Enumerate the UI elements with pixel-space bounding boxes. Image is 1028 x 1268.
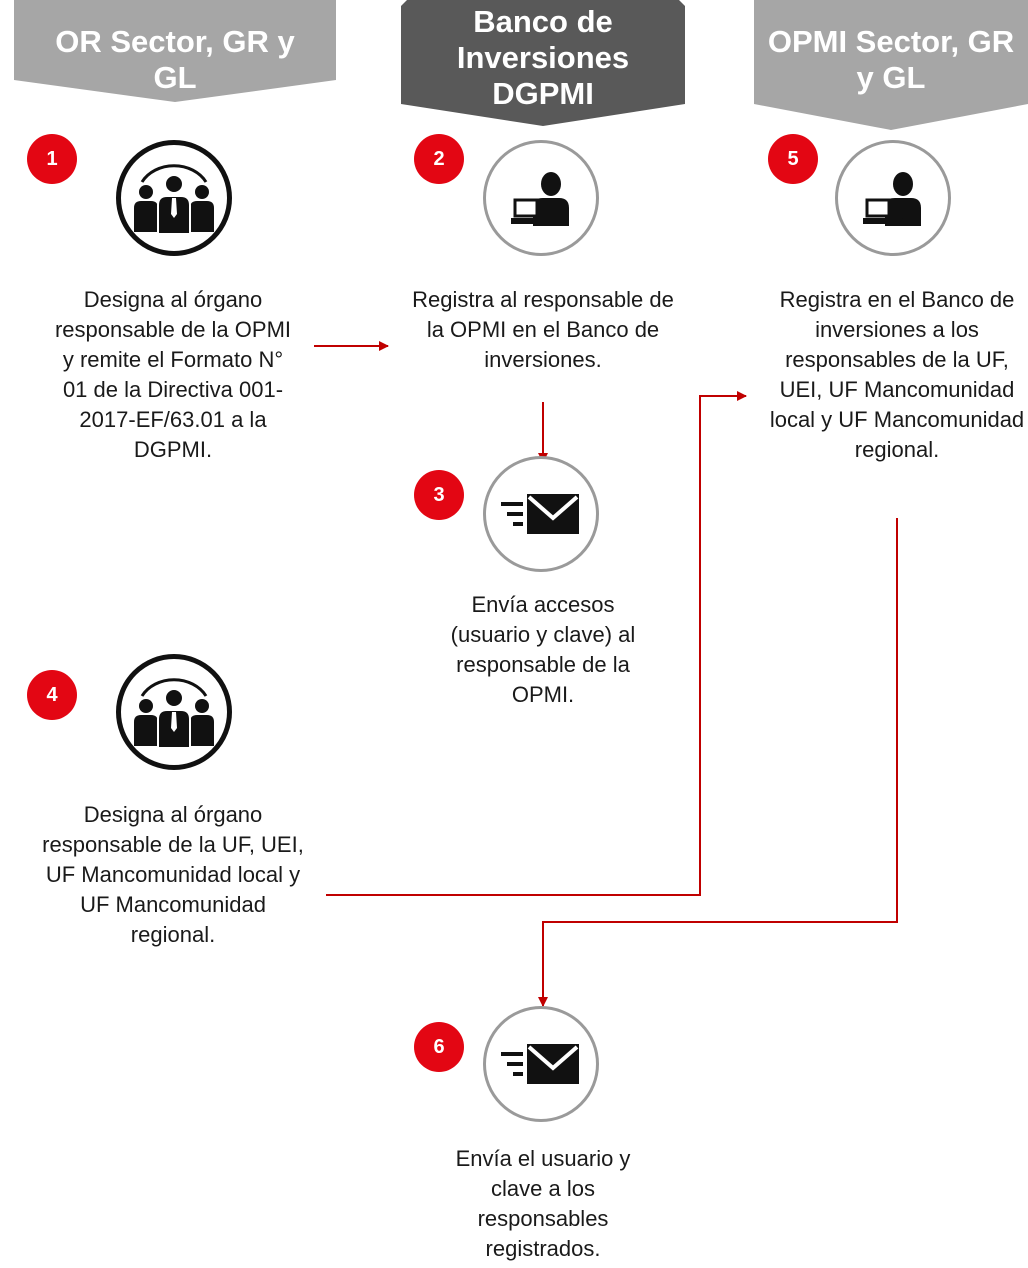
step1-number-badge: 1 [27,134,77,184]
step5-description: Registra en el Banco de inversiones a lo… [769,287,1025,462]
step1-icon-circle [116,140,232,256]
step2-icon-circle [483,140,599,256]
step3-icon-circle [483,456,599,572]
step4-icon-circle [116,654,232,770]
send-mail-icon [501,1044,579,1084]
arrow-step5-to-step6 [538,518,898,1007]
column-header-or-sector: OR Sector, GR y GL [14,0,336,102]
step6-icon-circle [483,1006,599,1122]
column-title: OPMI Sector, GR y GL [767,24,1015,95]
column-header-opmi-sector: OPMI Sector, GR y GL [754,0,1028,130]
send-mail-icon [501,494,579,534]
step1-description: Designa al órgano responsable de la OPMI… [54,287,292,462]
column-title: OR Sector, GR y GL [55,24,295,95]
step4-number-badge: 4 [27,670,77,720]
step5-icon-circle [835,140,951,256]
step3-description: Envía accesos (usuario y clave) al respo… [450,592,636,707]
header-chevron-shape [401,0,685,126]
column-title: Banco de Inversiones DGPMI [456,4,630,111]
group-people-icon [134,678,214,748]
header-chevron-shape [754,0,1028,130]
arrow-step4-to-step5 [326,391,747,896]
step4-description: Designa al órgano responsable de la UF, … [42,802,304,947]
group-people-icon [134,164,214,234]
step6-description: Envía el usuario y clave a los responsab… [455,1146,631,1261]
step2-description: Registra al responsable de la OPMI en el… [412,287,674,372]
step3-number-badge: 3 [414,470,464,520]
step2-number-badge: 2 [414,134,464,184]
person-laptop-icon [511,172,569,226]
header-chevron-shape [14,0,336,102]
step5-number-badge: 5 [768,134,818,184]
step6-number-badge: 6 [414,1022,464,1072]
column-header-banco-inversiones: Banco de Inversiones DGPMI [401,0,685,126]
person-laptop-icon [863,172,921,226]
